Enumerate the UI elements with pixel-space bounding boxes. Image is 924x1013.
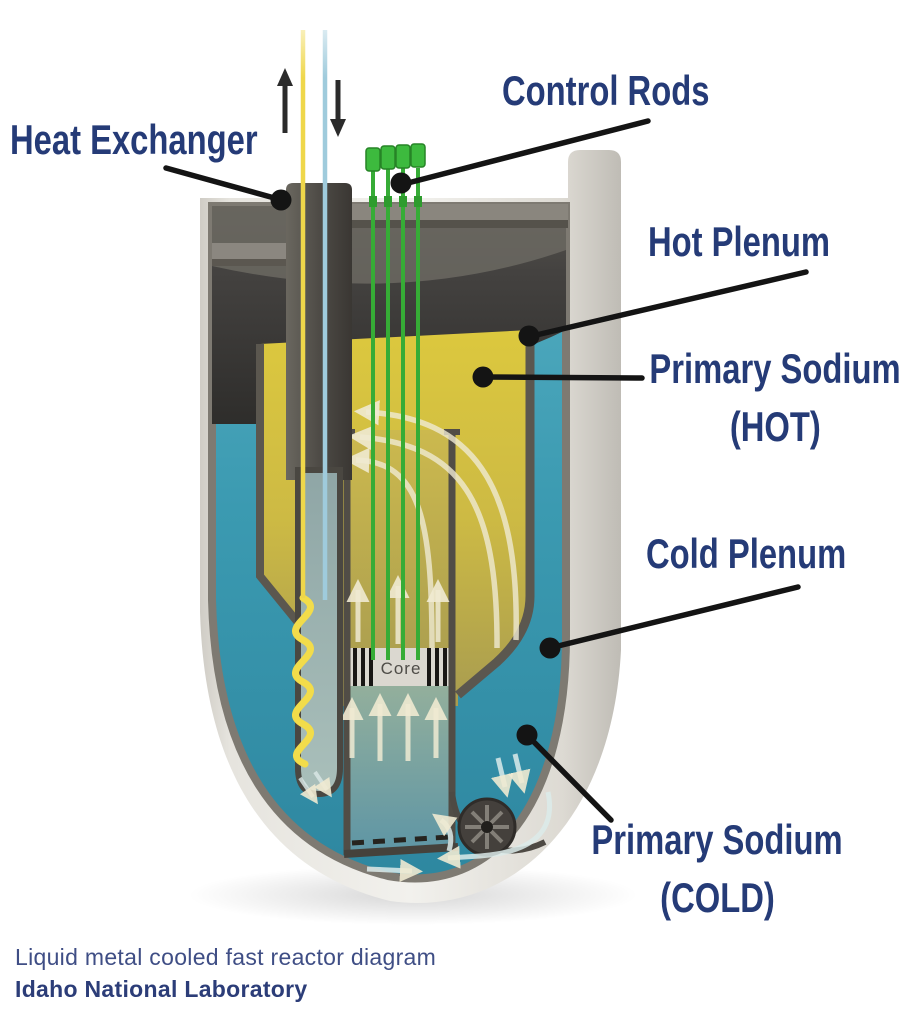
- core-stripes: [353, 648, 447, 686]
- control-rod-plate-edge: [352, 220, 568, 228]
- caption-line2: Idaho National Laboratory: [15, 976, 308, 1002]
- leader-lines: [163, 118, 809, 823]
- core-band: [350, 648, 449, 686]
- tank-wall-right: [455, 330, 535, 699]
- hx-outlet-arrows-icon: [298, 770, 332, 805]
- control-rods-group: [365, 143, 426, 660]
- caption: Liquid metal cooled fast reactor diagram…: [15, 944, 436, 1003]
- left-ledge: [212, 243, 298, 259]
- leader-primary-sodium-hot: [484, 374, 645, 381]
- heat-exchanger-group: [286, 30, 352, 805]
- dot-cold-plenum: [539, 637, 561, 659]
- core-inlet-up-arrows-icon: [340, 693, 448, 761]
- pump-hub: [481, 821, 493, 833]
- control-rod-feet: [369, 196, 422, 207]
- control-rod-plate: [352, 204, 568, 220]
- pipe-fade: [268, 0, 352, 78]
- dot-primary-sodium-cold: [516, 724, 538, 746]
- dot-primary-sodium-hot: [472, 366, 494, 388]
- hx-coil: [292, 594, 314, 768]
- label-primary-sodium-cold: Primary Sodium (COLD): [591, 816, 843, 921]
- core-label: Core: [381, 659, 422, 678]
- leader-dots: [270, 172, 561, 746]
- hx-housing: [286, 183, 352, 480]
- leader-heat-exchanger: [163, 165, 281, 202]
- control-rod-caps: [365, 143, 426, 172]
- core-outlet-up-arrows-icon: [346, 575, 450, 644]
- label-hot-plenum: Hot Plenum: [648, 218, 831, 265]
- dot-hot-plenum: [518, 325, 540, 347]
- left-ledge-edge: [212, 259, 298, 266]
- hot-outlet-arrow-icon: [277, 68, 293, 133]
- label-cold-plenum: Cold Plenum: [646, 530, 847, 577]
- cold-inlet-arrow-icon: [330, 80, 346, 137]
- label-primary-sodium-hot: Primary Sodium (HOT): [649, 345, 901, 450]
- cold-flow-arrows-icon: [366, 753, 552, 882]
- leader-cold-plenum: [551, 584, 801, 650]
- control-rod-stems: [371, 168, 420, 660]
- dot-heat-exchanger: [270, 189, 292, 211]
- pump-group: [449, 791, 547, 857]
- leader-primary-sodium-cold: [526, 734, 614, 823]
- label-control-rods: Control Rods: [502, 67, 710, 114]
- caption-line1: Liquid metal cooled fast reactor diagram: [15, 944, 437, 970]
- label-heat-exchanger: Heat Exchanger: [10, 116, 258, 163]
- dot-control-rods: [390, 172, 412, 194]
- leader-hot-plenum: [529, 269, 809, 339]
- leader-control-rods: [401, 118, 651, 187]
- flow-grid-dashed-line: [351, 834, 450, 846]
